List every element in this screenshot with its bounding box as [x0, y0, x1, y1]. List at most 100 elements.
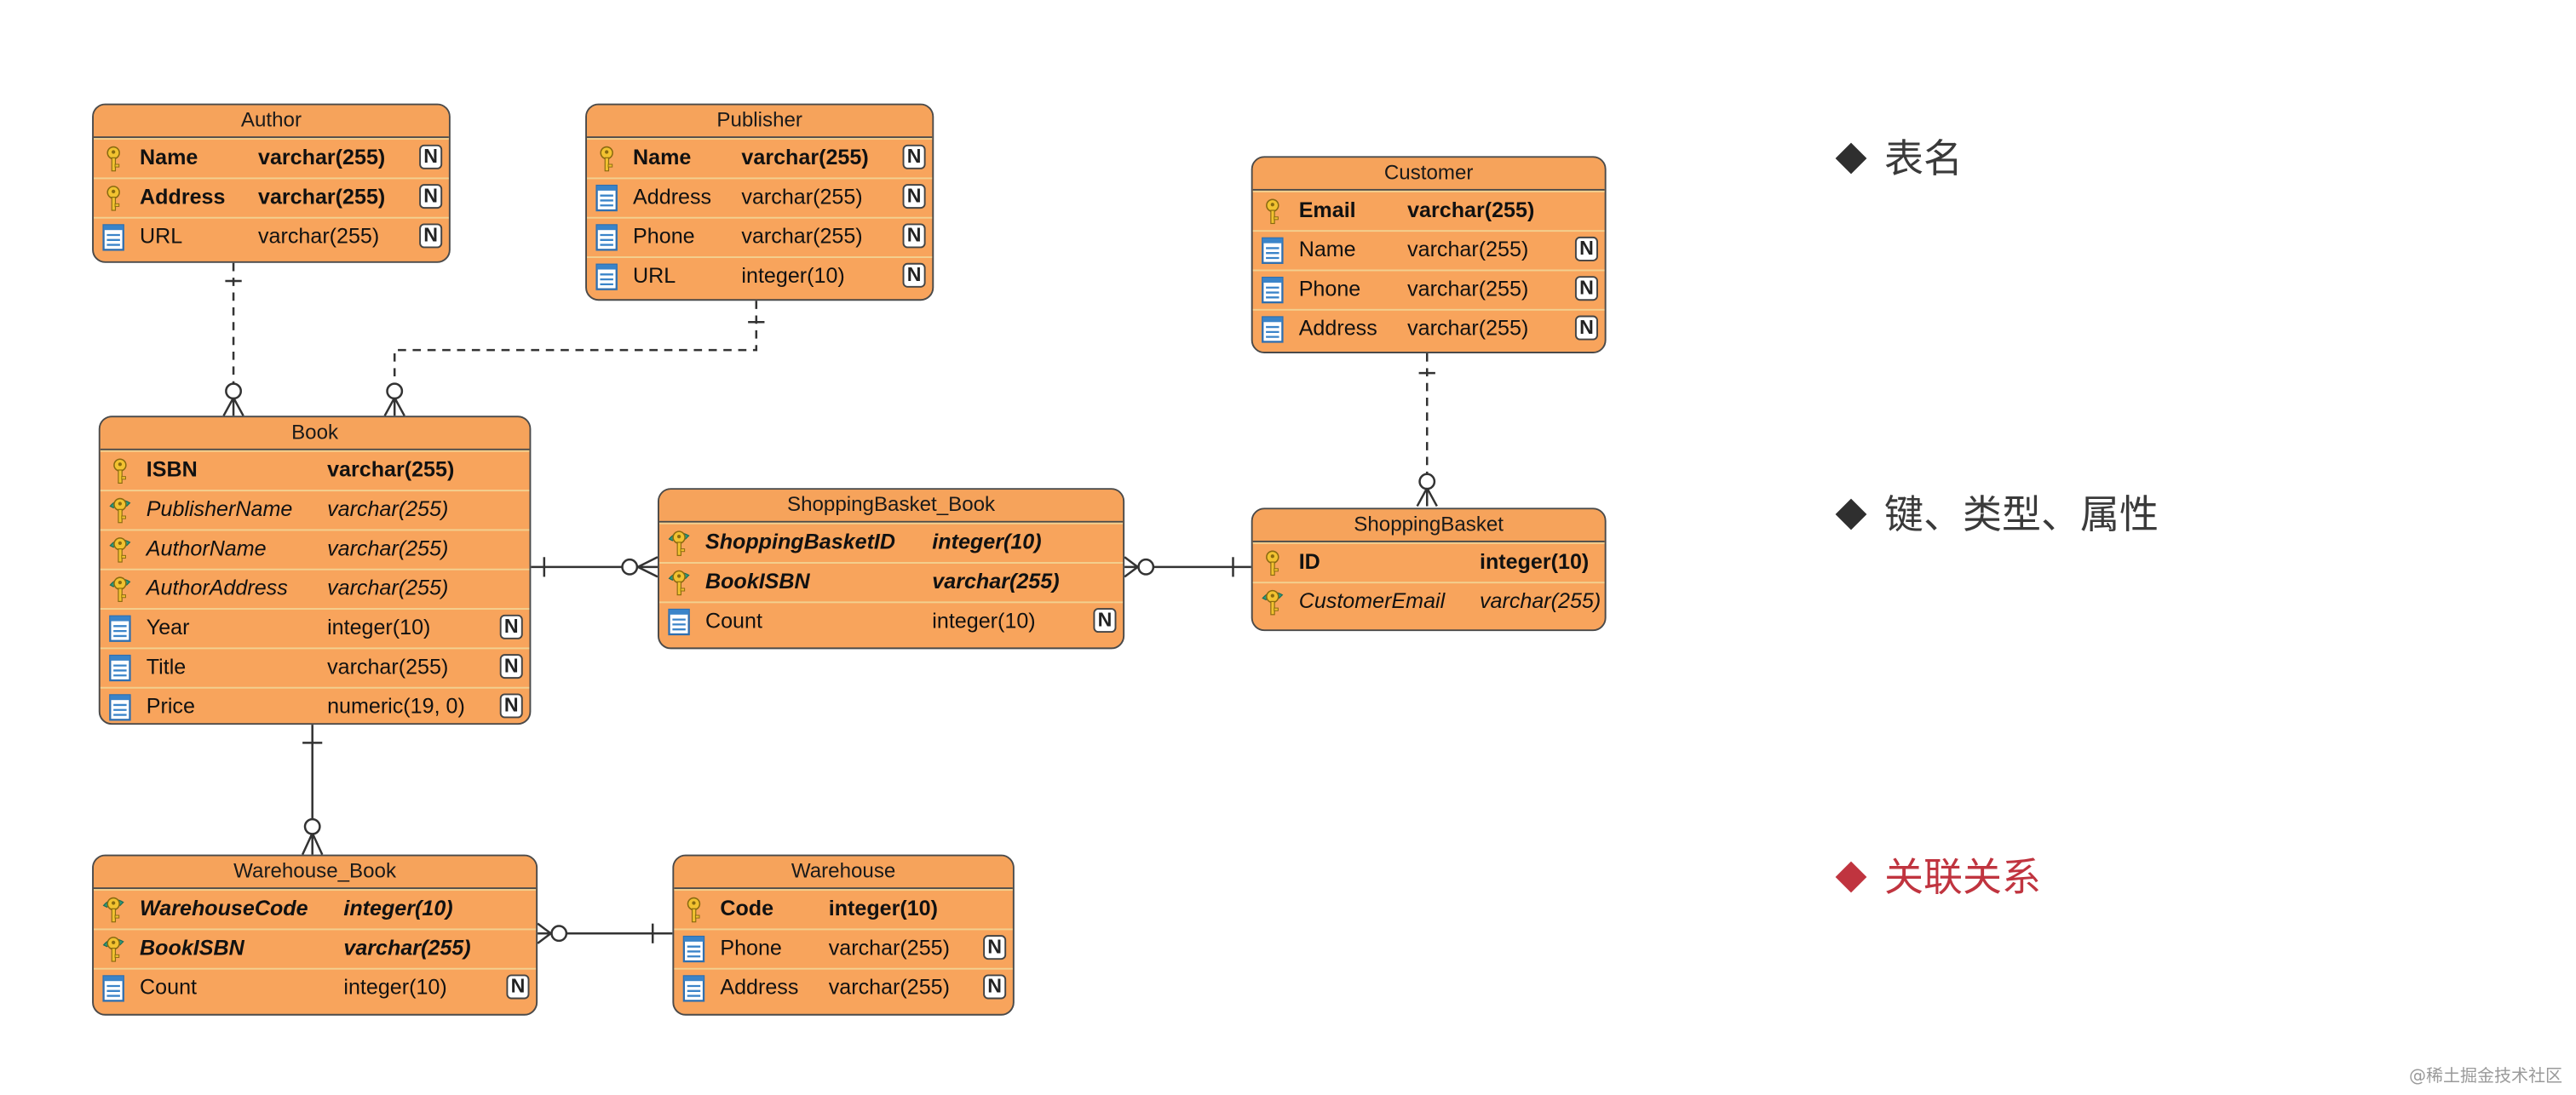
field-name: AuthorAddress: [146, 575, 288, 600]
rel-warehouse-warehousebook[interactable]: [537, 922, 673, 944]
entity-title: Author: [94, 105, 449, 139]
field-name: ISBN: [146, 456, 198, 482]
primary-key-icon: [687, 897, 701, 923]
field-type: varchar(255): [932, 568, 1060, 593]
column-icon: [102, 224, 124, 251]
foreign-key-icon: [109, 497, 131, 524]
field-type: varchar(255): [327, 456, 455, 482]
nullable-badge: N: [1574, 276, 1598, 301]
field-name: URL: [633, 262, 676, 288]
field-name: Title: [146, 654, 187, 679]
field-name: Phone: [720, 935, 782, 960]
nullable-badge: N: [1574, 315, 1598, 341]
field-row[interactable]: AuthorAddress varchar(255): [100, 568, 530, 608]
primary-key-icon: [1266, 550, 1279, 576]
foreign-key-icon: [668, 530, 690, 556]
primary-key-icon: [1266, 198, 1279, 225]
field-type: varchar(255): [258, 144, 386, 169]
entity-title: Customer: [1252, 158, 1605, 191]
nullable-badge: N: [506, 974, 530, 1000]
field-name: Year: [146, 614, 190, 639]
field-row[interactable]: ID integer(10): [1252, 542, 1605, 582]
nullable-badge: N: [419, 144, 443, 169]
field-type: integer(10): [327, 614, 431, 639]
field-name: Address: [140, 184, 226, 209]
column-icon: [109, 694, 131, 721]
foreign-key-icon: [109, 537, 131, 563]
bullet-keys-types-attributes: 键、类型、属性: [1835, 484, 2159, 540]
field-name: Name: [1298, 236, 1356, 261]
nullable-badge: N: [499, 614, 523, 639]
field-row[interactable]: URL integer(10) N: [587, 256, 933, 295]
foreign-key-icon: [109, 576, 131, 602]
field-type: varchar(255): [741, 223, 863, 249]
field-type: integer(10): [1480, 548, 1590, 574]
rel-shoppingbasket-shoppingbasketbook[interactable]: [1124, 556, 1251, 578]
field-type: varchar(255): [327, 575, 449, 600]
column-icon: [102, 975, 124, 1002]
entity-title: Warehouse: [674, 856, 1013, 890]
rel-publisher-book[interactable]: [383, 301, 765, 416]
field-name: ID: [1298, 548, 1320, 574]
field-name: ShoppingBasketID: [704, 529, 896, 554]
rel-book-warehousebook[interactable]: [301, 725, 324, 856]
field-row[interactable]: ISBN varchar(255): [100, 450, 530, 490]
column-icon: [595, 184, 618, 212]
column-icon: [109, 654, 131, 682]
nullable-badge: N: [902, 223, 926, 249]
rel-author-book[interactable]: [222, 262, 244, 416]
bullet-text: 关联关系: [1884, 854, 2041, 900]
rel-customer-shoppingbasket[interactable]: [1416, 353, 1438, 507]
field-name: Address: [633, 184, 712, 209]
nullable-badge: N: [983, 935, 1007, 960]
field-type: varchar(255): [1407, 276, 1529, 301]
field-type: integer(10): [741, 262, 845, 288]
nullable-badge: N: [902, 262, 926, 288]
column-icon: [668, 608, 690, 636]
relationship-lines: [222, 262, 1438, 944]
column-icon: [595, 263, 618, 290]
field-type: varchar(255): [1480, 588, 1601, 613]
rel-book-shoppingbasketbook[interactable]: [531, 556, 658, 578]
bullet-text: 键、类型、属性: [1884, 491, 2159, 537]
field-row[interactable]: Year integer(10) N: [100, 608, 530, 647]
field-name: Email: [1298, 197, 1356, 222]
field-name: Code: [720, 895, 774, 920]
field-type: integer(10): [343, 895, 453, 920]
foreign-key-icon: [102, 897, 124, 923]
field-name: URL: [140, 223, 183, 249]
